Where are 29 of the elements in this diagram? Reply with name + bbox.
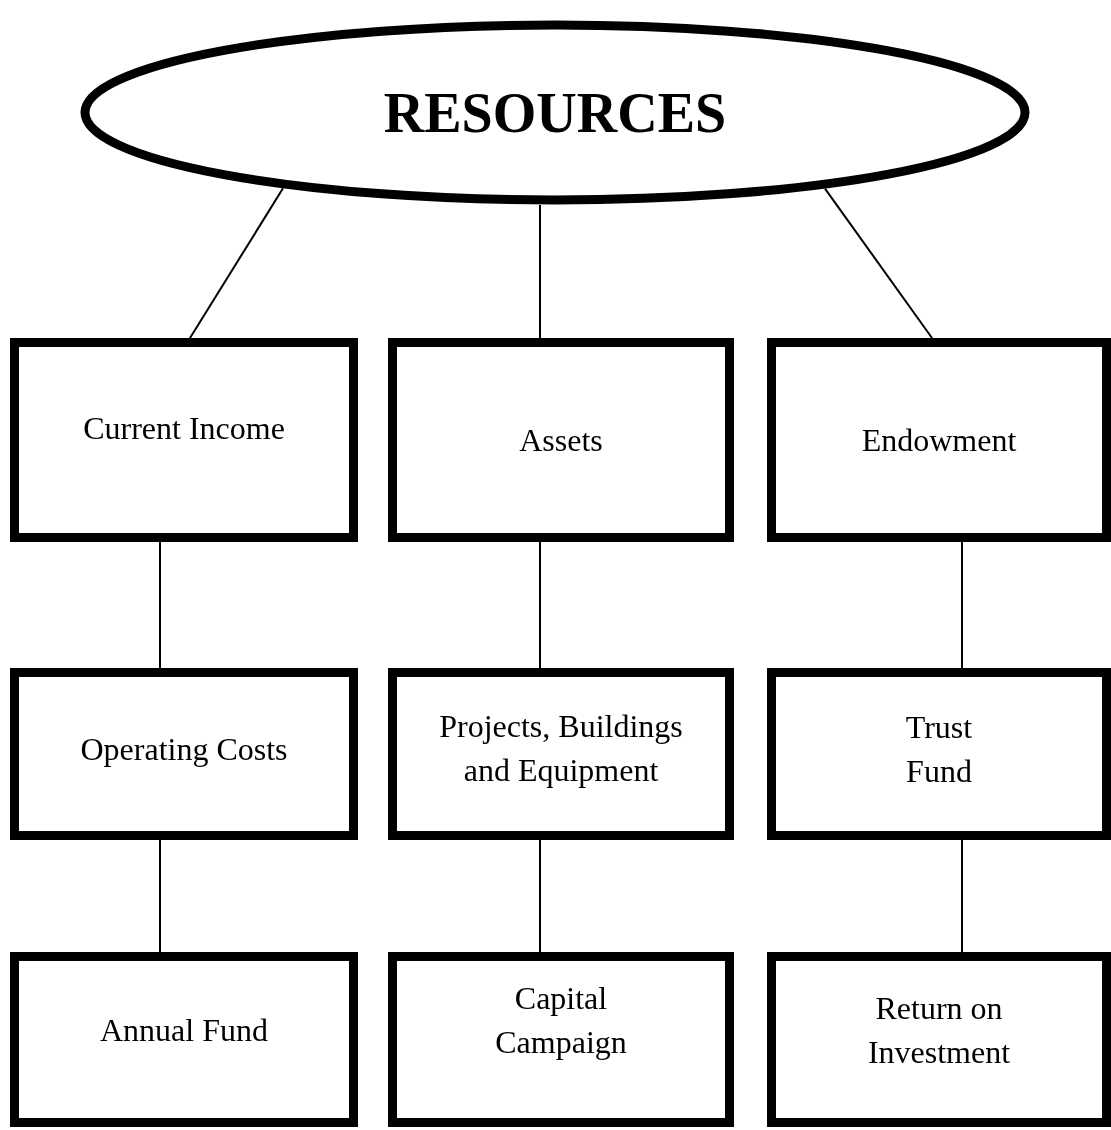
connector-line — [539, 203, 541, 339]
connector-line — [824, 187, 933, 339]
connector-line — [159, 839, 161, 953]
title-ellipse — [80, 20, 1030, 205]
box-label: Endowment — [861, 421, 1017, 460]
process-box — [10, 952, 358, 1127]
connector-line — [961, 541, 963, 669]
box-label: Return on Investment — [866, 988, 1012, 1072]
connector-line — [539, 541, 541, 669]
title-text: RESOURCES — [383, 80, 727, 145]
process-box — [388, 668, 734, 840]
box-label: Projects, Buildings and Equipment — [438, 707, 684, 790]
process-box — [388, 952, 734, 1127]
process-box — [767, 668, 1111, 840]
connector-line — [189, 187, 284, 339]
process-box — [767, 952, 1111, 1127]
process-box — [767, 338, 1111, 542]
connector-line — [539, 839, 541, 953]
connector-line — [961, 839, 963, 953]
box-label: Assets — [519, 421, 603, 460]
box-label: Capital Campaign — [494, 978, 628, 1062]
process-box — [388, 338, 734, 542]
box-label: Trust Fund — [904, 708, 974, 791]
process-box — [10, 668, 358, 840]
box-label: Annual Fund — [100, 1010, 268, 1050]
process-box — [10, 338, 358, 542]
connector-line — [159, 541, 161, 669]
box-label: Current Income — [83, 409, 285, 448]
box-label: Operating Costs — [80, 730, 288, 769]
